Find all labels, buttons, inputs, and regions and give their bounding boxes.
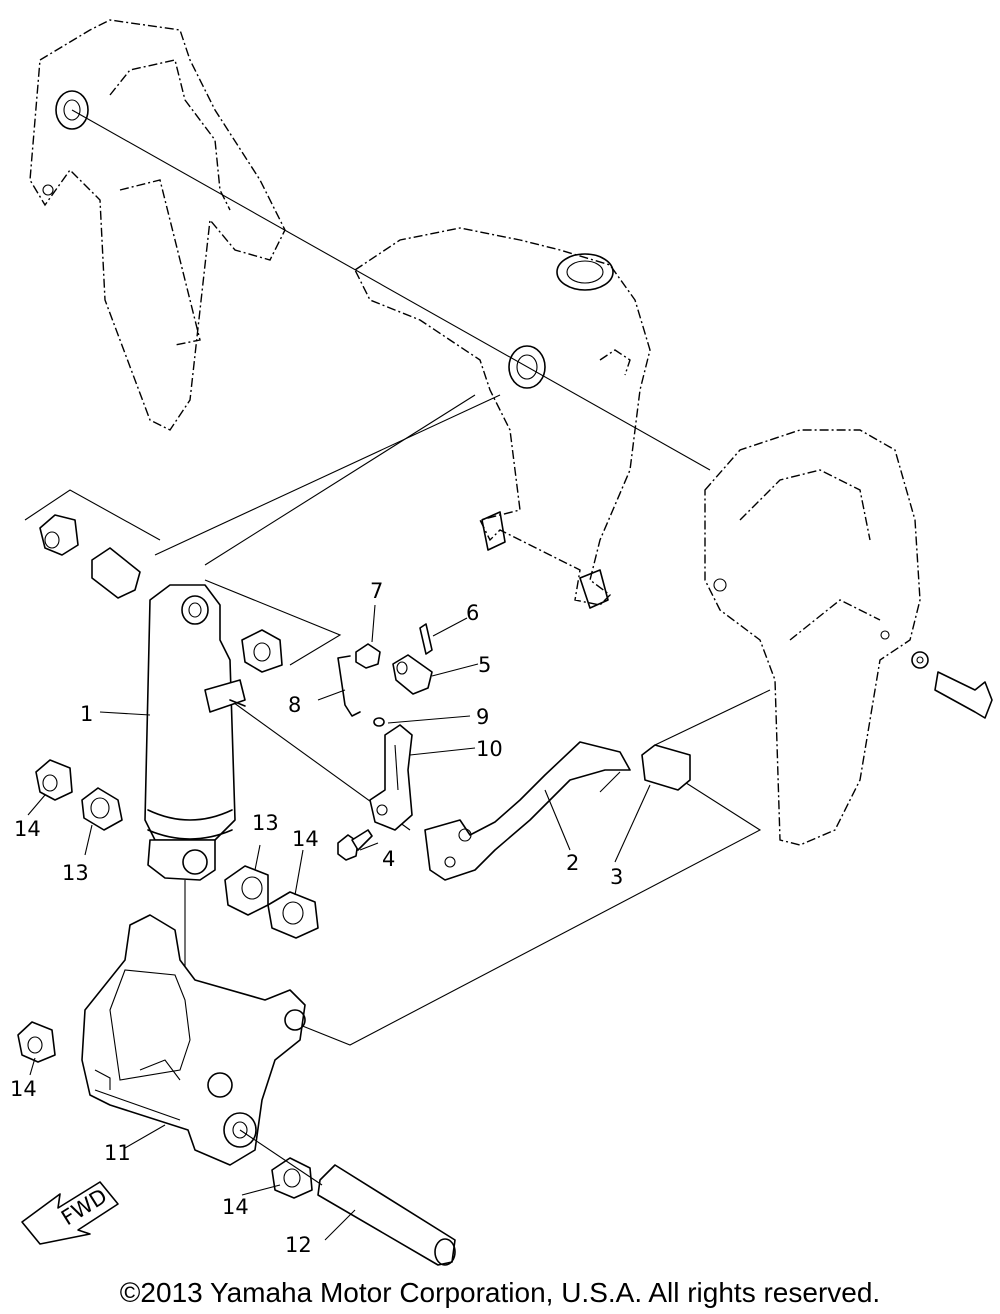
part-4-bolt [337,829,373,861]
assembly-guide-lines [24,394,771,1046]
label-2: 2 [566,851,579,875]
part-5-joint [392,654,433,695]
part-14-bush-left [35,759,73,801]
part-11-lower-bracket [81,914,306,1166]
label-10: 10 [476,737,503,761]
label-4: 4 [382,847,395,871]
label-13-left: 13 [62,861,89,885]
swivel-bracket [354,227,651,609]
leader-lines [27,604,651,1241]
label-1: 1 [80,702,93,726]
right-clamp-bracket [704,429,921,846]
part-14-bush-lower-right [271,1157,313,1199]
part-1-tilt-cylinder [144,584,246,1040]
label-14-right: 14 [292,827,319,851]
label-13-right: 13 [252,811,279,835]
part-14-bush-upper-right [241,629,283,673]
label-7: 7 [370,579,383,603]
label-3: 3 [610,865,623,889]
part-8-rod [337,655,361,717]
label-12: 12 [285,1233,312,1257]
label-9: 9 [476,705,489,729]
part-14-bush-right [267,891,319,939]
label-14-lower-right: 14 [222,1195,249,1219]
part-13-collar-left [81,787,123,831]
part-bolt-right [911,651,993,719]
part-2-tilt-lever [424,741,631,881]
part-10-lever [369,724,413,831]
left-clamp-bracket [29,19,286,431]
label-14-left: 14 [14,817,41,841]
part-3-grip [641,744,691,791]
part-9-washer [373,717,385,727]
fwd-arrow-icon: FWD [21,1181,119,1245]
label-11: 11 [104,1141,131,1165]
part-12-shaft [239,1129,456,1266]
part-14-bush-lower-left [17,1021,56,1063]
part-13-collar-right [224,865,269,916]
part-14-bush-upper-left [39,514,79,556]
parts-diagram: FWD 1 2 3 4 5 6 7 8 9 10 11 12 13 [10,19,993,1266]
part-bush-sleeve [91,547,141,599]
label-5: 5 [478,653,491,677]
part-labels: 1 2 3 4 5 6 7 8 9 10 11 12 13 13 14 14 1… [10,579,623,1257]
label-8: 8 [288,693,301,717]
label-6: 6 [466,601,479,625]
part-7-nut [355,643,381,669]
label-14-lower-left: 14 [10,1077,37,1101]
part-6-pin [419,623,433,655]
copyright-notice: ©2013 Yamaha Motor Corporation, U.S.A. A… [119,1277,881,1308]
tilt-axis-line [71,109,711,471]
